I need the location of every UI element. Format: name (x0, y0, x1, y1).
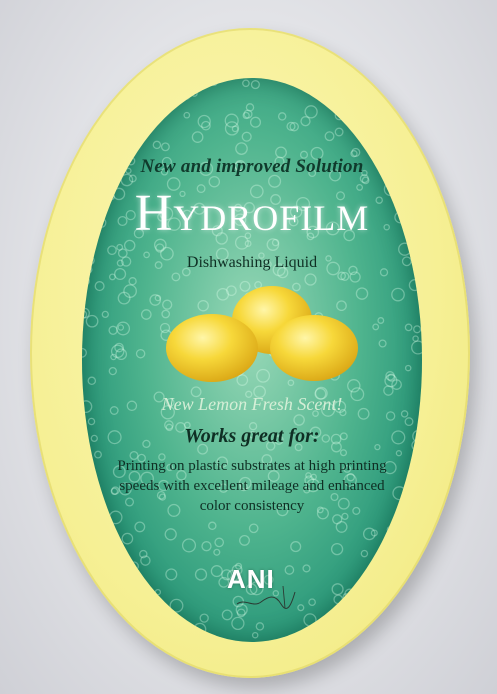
tagline: New and improved Solution (140, 156, 364, 177)
description-text: Printing on plastic substrates at high p… (117, 458, 387, 514)
works-heading: Works great for: (184, 425, 320, 447)
product-type: Dishwashing Liquid (186, 254, 318, 271)
logo-text: ANI (227, 564, 275, 594)
brand-name: Hydrofilm (134, 185, 370, 242)
lemon-icon (166, 286, 358, 382)
label-inner-panel: New and improved Solution Hydrofilm Dish… (82, 78, 422, 642)
bubble-pattern (82, 78, 422, 641)
signature-mark (236, 585, 296, 609)
ani-logo: ANI (227, 564, 297, 610)
scent-text: New Lemon Fresh Scent! (161, 394, 343, 414)
